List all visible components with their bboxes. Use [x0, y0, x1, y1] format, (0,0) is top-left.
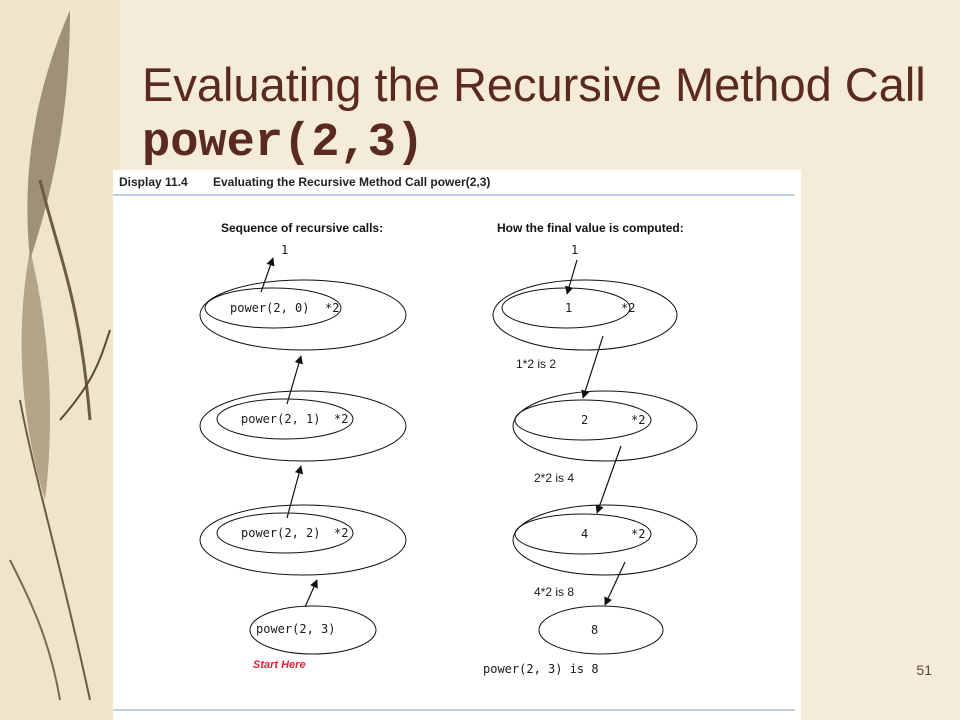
right-value-2: 4 — [581, 527, 588, 541]
right-mult-2: *2 — [631, 527, 645, 541]
inner-ellipse-1 — [216, 398, 354, 440]
right-value-3: 8 — [591, 623, 598, 637]
inner-ellipse-2 — [216, 512, 354, 554]
right-top-value: 1 — [571, 243, 578, 257]
right-outer-ellipse-0 — [492, 279, 678, 351]
left-call-1: power(2, 1) — [241, 412, 320, 426]
left-mult-0: *2 — [325, 301, 339, 315]
left-call-0: power(2, 0) — [230, 301, 309, 315]
right-step-0: 1*2 is 2 — [516, 357, 556, 371]
recursion-diagram: Display 11.4 Evaluating the Recursive Me… — [113, 175, 795, 711]
slide-title: Evaluating the Recursive Method Call pow… — [142, 58, 942, 171]
outer-ellipse-0 — [199, 279, 407, 351]
right-outer-ellipse-1 — [512, 390, 698, 462]
outer-ellipse-1 — [199, 390, 407, 462]
left-arrow-1 — [286, 355, 303, 405]
right-inner-ellipse-1 — [514, 399, 652, 441]
right-step-1: 2*2 is 4 — [534, 471, 574, 485]
diagram-figure: Display 11.4 Evaluating the Recursive Me… — [113, 170, 801, 720]
final-result: power(2, 3) is 8 — [483, 662, 599, 676]
right-inner-ellipse-2 — [514, 513, 652, 555]
left-call-2: power(2, 2) — [241, 526, 320, 540]
right-arrow-0 — [565, 259, 578, 295]
slide-title-text: Evaluating the Recursive Method Call — [142, 58, 926, 111]
right-outer-ellipse-3 — [538, 605, 664, 655]
right-panel-heading: How the final value is computed: — [497, 221, 684, 235]
right-value-1: 2 — [581, 413, 588, 427]
left-mult-2: *2 — [334, 526, 348, 540]
inner-ellipse-0 — [204, 287, 342, 329]
right-arrow-2 — [595, 445, 622, 514]
page-number: 51 — [916, 662, 932, 678]
outer-ellipse-3 — [249, 605, 377, 655]
left-arrow-3 — [304, 579, 318, 608]
right-mult-0: *2 — [621, 301, 635, 315]
right-outer-ellipse-2 — [512, 504, 698, 576]
start-here-label: Start Here — [253, 659, 306, 671]
left-call-3: power(2, 3) — [256, 622, 335, 636]
right-value-0: 1 — [565, 301, 572, 315]
right-step-2: 4*2 is 8 — [534, 585, 574, 599]
display-label: Display 11.4 — [119, 175, 188, 189]
left-panel-heading: Sequence of recursive calls: — [221, 221, 383, 235]
right-mult-1: *2 — [631, 413, 645, 427]
display-caption: Evaluating the Recursive Method Call pow… — [213, 175, 490, 189]
left-arrow-2 — [286, 465, 304, 519]
right-arrow-1 — [581, 335, 604, 399]
left-top-value: 1 — [281, 243, 288, 257]
left-mult-1: *2 — [334, 412, 348, 426]
slide-title-code: power(2,3) — [142, 117, 425, 171]
left-arrow-0 — [260, 257, 275, 293]
right-arrow-3 — [604, 561, 626, 606]
outer-ellipse-2 — [199, 504, 407, 576]
